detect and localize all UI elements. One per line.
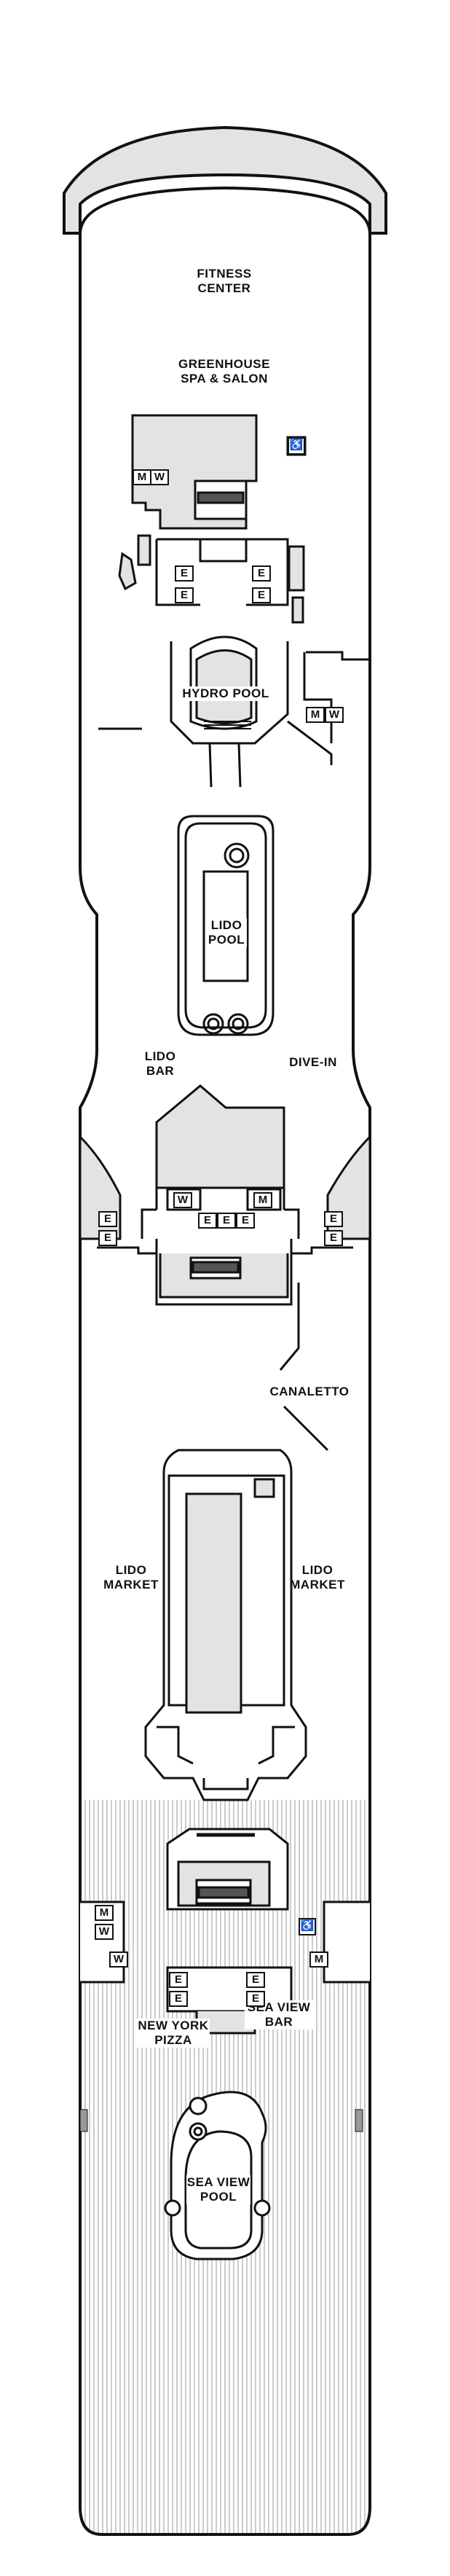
hull-outline: [79, 204, 371, 2536]
elevator-fwd-1: E: [175, 565, 194, 582]
restroom-men-hydro: M: [306, 707, 325, 723]
accessible-icon: ♿: [288, 437, 305, 455]
elevator-port-1: E: [98, 1211, 117, 1227]
elevator-aft-4: E: [246, 1991, 265, 2007]
restroom-men-aft-2: M: [309, 1951, 328, 1968]
bow: [63, 125, 387, 235]
elevator-mid-3: E: [236, 1213, 255, 1229]
elevator-fwd-3: E: [252, 565, 271, 582]
label-hydro-pool: HYDRO POOL: [180, 686, 272, 701]
elevator-fwd-4: E: [252, 587, 271, 603]
aft-service-block: [80, 1828, 370, 2035]
lido-market: [144, 1449, 307, 1801]
restroom-women-spa: W: [150, 469, 169, 485]
greenhouse-spa: [118, 414, 307, 624]
restroom-men-spa: M: [133, 469, 151, 485]
side-markers: [79, 2109, 363, 2132]
elevator-stbd-1: E: [324, 1211, 343, 1227]
elevator-aft-2: E: [169, 1991, 188, 2007]
restroom-women-aft-1: W: [95, 1924, 114, 1940]
label-dive-in: DIVE-IN: [289, 1055, 337, 1069]
restroom-women-hydro: W: [325, 707, 344, 723]
restroom-women-lido: W: [173, 1192, 192, 1208]
restroom-men-aft-1: M: [95, 1905, 114, 1921]
restroom-men-lido: M: [253, 1192, 272, 1208]
elevator-mid-1: E: [198, 1213, 217, 1229]
elevator-fwd-2: E: [175, 587, 194, 603]
restroom-women-aft-2: W: [109, 1951, 128, 1968]
forward-elevator-lobby: [155, 538, 289, 606]
lido-bar-block: [79, 1084, 371, 1452]
elevator-mid-2: E: [217, 1213, 236, 1229]
elevator-stbd-2: E: [324, 1230, 343, 1246]
elevator-port-2: E: [98, 1230, 117, 1246]
elevator-aft-1: E: [169, 1972, 188, 1988]
elevator-aft-3: E: [246, 1972, 265, 1988]
label-canaletto: CANALETTO: [269, 1385, 350, 1398]
accessible-icon-aft: ♿: [299, 1918, 316, 1935]
